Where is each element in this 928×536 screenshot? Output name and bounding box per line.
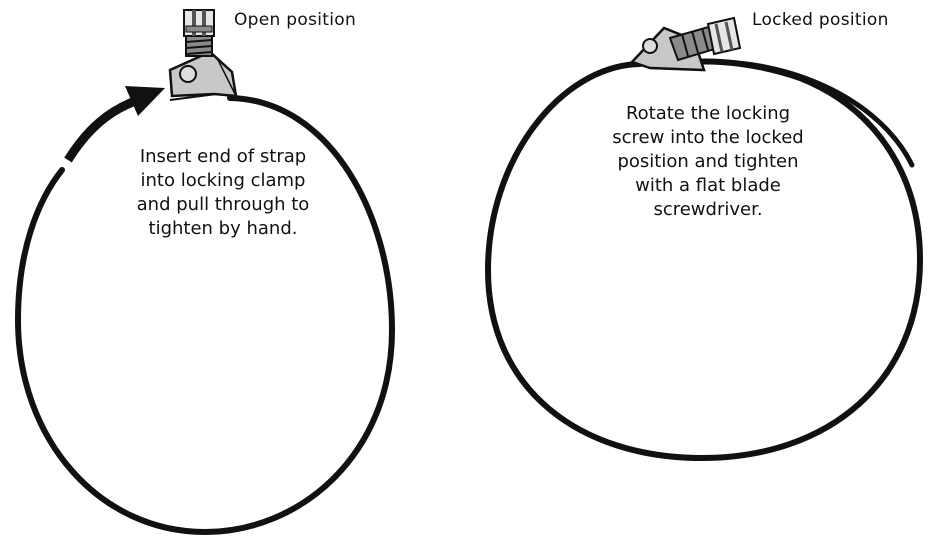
locked-instructions: Rotate the locking screw into the locked… xyxy=(588,102,828,222)
instruction-line: and pull through to xyxy=(136,194,310,215)
locked-screw-head-icon xyxy=(706,16,742,56)
instruction-line: screwdriver. xyxy=(653,199,763,220)
instruction-line: tighten by hand. xyxy=(148,218,298,239)
open-instructions: Insert end of strap into locking clamp a… xyxy=(108,145,338,241)
open-clamp-housing xyxy=(168,50,238,98)
instruction-line: screw into the locked xyxy=(612,127,804,148)
instruction-line: with a flat blade xyxy=(635,175,781,196)
open-position-label: Open position xyxy=(234,10,357,30)
locked-clamp-strap xyxy=(484,58,924,462)
arrowhead xyxy=(125,86,165,116)
strap-tail xyxy=(697,59,915,168)
instruction-line: into locking clamp xyxy=(140,170,306,191)
insert-direction-arrow xyxy=(64,95,140,163)
rivet-icon xyxy=(642,38,658,54)
rivet-icon xyxy=(179,65,197,83)
instruction-line: Insert end of strap xyxy=(139,146,307,167)
open-clamp-strap xyxy=(14,95,396,536)
open-clamp-figure xyxy=(14,9,396,536)
locked-position-label: Locked position xyxy=(752,10,889,30)
instruction-line: position and tighten xyxy=(617,151,799,172)
locked-clamp-figure xyxy=(484,16,924,462)
open-screw-head-icon xyxy=(183,9,215,37)
open-screw-spring xyxy=(185,35,213,57)
instruction-line: Rotate the locking xyxy=(625,103,791,124)
